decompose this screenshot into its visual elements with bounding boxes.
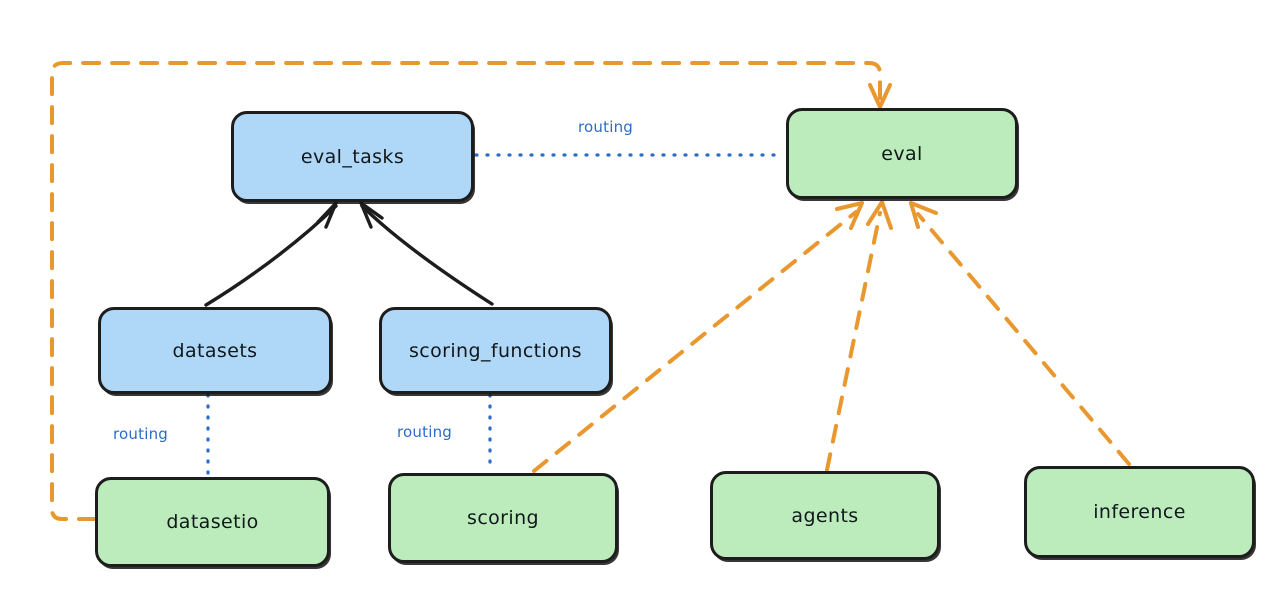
node-label-agents: agents <box>791 504 859 527</box>
node-label-datasetio: datasetio <box>166 511 259 533</box>
edge-datasetio-to-eval <box>50 61 892 521</box>
node-scoring-functions[interactable]: scoring_functions <box>379 307 612 394</box>
node-inference[interactable]: inference <box>1024 466 1255 558</box>
node-eval-tasks[interactable]: eval_tasks <box>231 111 474 202</box>
node-label-eval-tasks: eval_tasks <box>300 145 405 168</box>
edge-agents-to-eval <box>825 200 893 472</box>
node-datasetio[interactable]: datasetio <box>95 477 330 567</box>
node-label-scoring-functions: scoring_functions <box>409 339 582 362</box>
node-label-inference: inference <box>1093 501 1186 523</box>
edge-scoring-to-eval <box>532 201 864 473</box>
edge-datasets-to-eval_tasks <box>204 201 338 307</box>
edge-scoring_functions-to-eval_tasks <box>359 201 494 306</box>
node-agents[interactable]: agents <box>710 471 940 560</box>
node-label-eval: eval <box>881 142 923 165</box>
node-scoring[interactable]: scoring <box>388 473 618 563</box>
node-datasets[interactable]: datasets <box>98 307 332 394</box>
node-label-datasets: datasets <box>172 339 258 362</box>
edge-label-routing-datasets-datasetio: routing <box>113 425 168 443</box>
node-eval[interactable]: eval <box>786 108 1018 199</box>
node-label-scoring: scoring <box>467 507 539 529</box>
edge-inference-to-eval <box>909 201 1131 466</box>
edge-label-routing-eval_tasks-eval: routing <box>578 118 633 136</box>
edge-label-routing-scoring_functions-scoring: routing <box>397 423 452 441</box>
